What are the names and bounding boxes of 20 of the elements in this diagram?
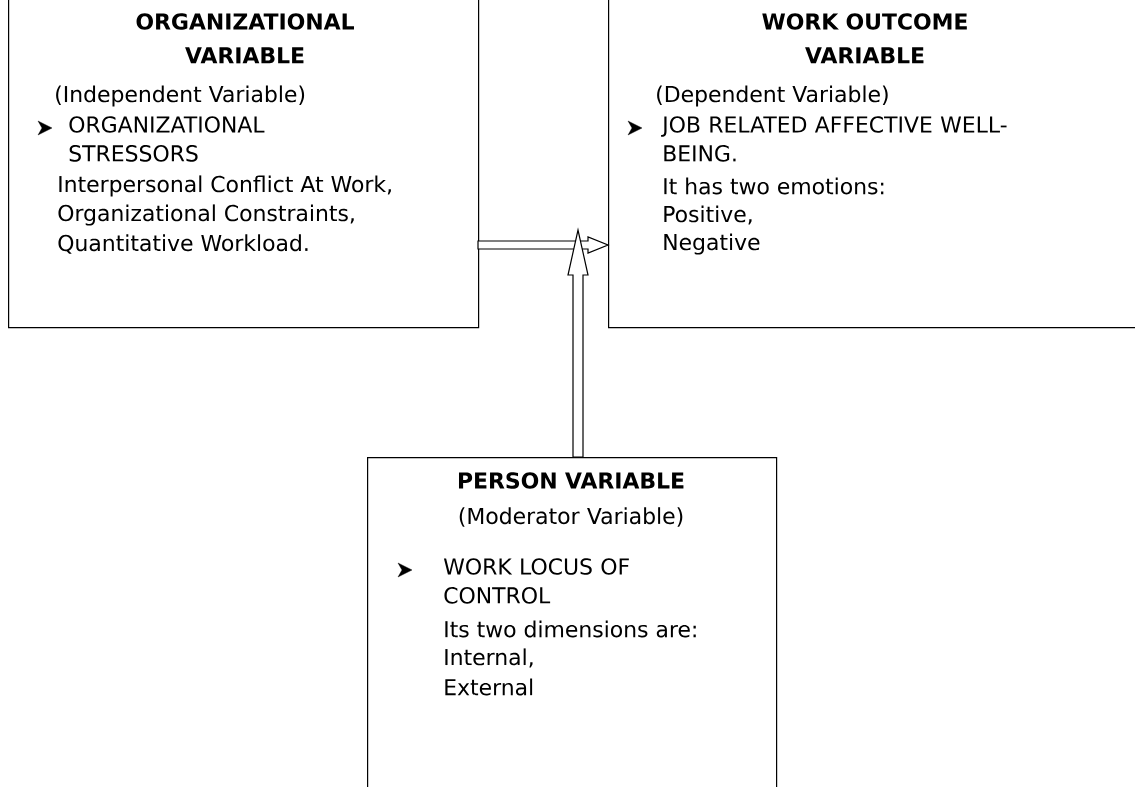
- heading: WORK OUTCOME VARIABLE: [762, 13, 967, 64]
- hollow-arrow: [477, 236, 610, 254]
- hollow-arrow: [567, 227, 589, 458]
- bullet-item: WORK LOCUS OF CONTROL: [443, 558, 629, 604]
- body-text: Positive,: [664, 205, 752, 225]
- bullet-item: ORGANIZATIONAL STRESSORS: [69, 116, 265, 162]
- body-text: External: [445, 678, 533, 696]
- body-text: Internal,: [445, 648, 533, 668]
- body-text: Interpersonal Conflict At Work,: [59, 175, 391, 197]
- bullet-item: JOB RELATED AFFECTIVE WELL-BEING.: [661, 116, 1007, 162]
- body-text: Quantitative Workload.: [58, 234, 308, 254]
- heading: PERSON VARIABLE: [459, 472, 684, 489]
- subtitle: (Dependent Variable): [657, 85, 888, 107]
- body-text: Negative: [664, 233, 760, 255]
- body-text: It has two emotions:: [664, 177, 884, 195]
- body-text: Organizational Constraints,: [58, 204, 354, 226]
- subtitle: (Independent Variable): [56, 85, 305, 107]
- heading: ORGANIZATIONAL VARIABLE: [136, 13, 354, 64]
- subtitle: (Moderator Variable): [459, 507, 683, 527]
- body-text: Its two dimensions are:: [445, 620, 696, 638]
